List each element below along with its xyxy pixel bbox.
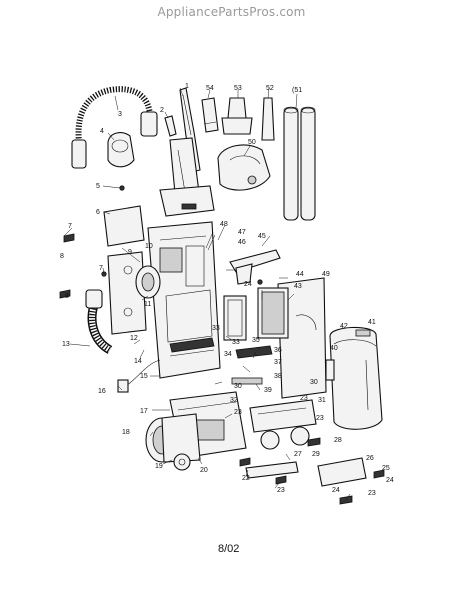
callout-10: 10 (145, 243, 153, 250)
callout-53: 53 (234, 85, 242, 92)
callout-34: 34 (224, 351, 232, 358)
hose-cover-part (107, 132, 135, 168)
callout-1: 1 (185, 83, 189, 90)
upholstery-tool-part (221, 97, 253, 135)
callout-28: 28 (334, 437, 342, 444)
callout-14: 14 (134, 358, 142, 365)
callout-36: 36 (274, 347, 282, 354)
callout-labels: 1 2 3 4 5 6 7 7 8 8 9 10 11 12 13 14 15 … (60, 83, 394, 497)
watermark: AppliancePartsPros.com (157, 5, 306, 19)
callout-38: 38 (274, 373, 282, 380)
callout-22: 22 (242, 475, 250, 482)
tool-caddy-part (217, 144, 271, 191)
callout-5: 5 (96, 183, 100, 190)
callout-24c: 24 (332, 487, 340, 494)
callout-31: 31 (318, 397, 326, 404)
main-housing-part (147, 221, 221, 379)
mounting-bracket-part (103, 205, 147, 335)
callout-43: 43 (294, 283, 302, 290)
callout-49: 49 (322, 271, 330, 278)
callout-40: 40 (330, 345, 338, 352)
callout-33a: 33 (212, 325, 220, 332)
callout-23c: 23 (316, 415, 324, 422)
dirt-cup-part (329, 326, 383, 430)
callout-54: 54 (206, 85, 214, 92)
upper-handle-part (179, 87, 201, 173)
callout-23e: 23 (368, 490, 376, 497)
callout-6: 6 (96, 209, 100, 216)
callout-25: 25 (382, 465, 390, 472)
exhaust-filter-part (257, 287, 289, 339)
callout-4: 4 (100, 128, 104, 135)
callout-15: 15 (140, 373, 148, 380)
callout-39: 39 (264, 387, 272, 394)
callout-23a: 23 (234, 409, 242, 416)
filter-frame-part (223, 295, 247, 341)
callout-12: 12 (130, 335, 138, 342)
axle-part (245, 461, 299, 479)
callout-7a: 7 (68, 223, 72, 230)
screw-part (59, 185, 385, 505)
carry-handle-part (229, 249, 281, 285)
callout-8b: 8 (65, 293, 69, 300)
callout-24a: 24 (244, 281, 252, 288)
callout-35: 35 (252, 337, 260, 344)
callout-30b: 30 (310, 379, 318, 386)
callout-11: 11 (144, 301, 151, 308)
callout-30a: 30 (234, 383, 242, 390)
callout-23b: 23 (300, 395, 308, 402)
callout-26: 26 (366, 455, 374, 462)
lower-hose-part (85, 289, 113, 354)
callout-41: 41 (368, 319, 376, 326)
callout-47: 47 (238, 229, 246, 236)
cup-latch-part (325, 359, 335, 381)
callout-8a: 8 (60, 253, 64, 260)
motor-part (135, 265, 161, 299)
callout-7b: 7 (99, 265, 103, 272)
dusting-brush-part (201, 97, 219, 133)
callout-2: 2 (160, 107, 164, 114)
callout-50: 50 (248, 139, 256, 146)
diagram-date-code: 8/02 (218, 543, 240, 555)
callout-37: 37 (274, 359, 282, 366)
brushroll-housing-part (145, 413, 201, 463)
callout-19: 19 (155, 463, 163, 470)
callout-32: 32 (230, 397, 238, 404)
callout-9: 9 (128, 249, 132, 256)
rear-wheel-assembly-part (249, 399, 317, 450)
callout-33b: 33 (232, 339, 240, 346)
callout-27: 27 (294, 451, 302, 458)
callout-3: 3 (118, 111, 122, 118)
callout-17: 17 (140, 408, 148, 415)
wheel-part (173, 453, 191, 471)
callout-48: 48 (220, 221, 228, 228)
callout-51: (51 (292, 87, 302, 94)
callout-23d: 23 (277, 487, 285, 494)
callout-13: 13 (62, 341, 70, 348)
hose-part (71, 85, 158, 169)
callout-29: 29 (312, 451, 320, 458)
leader-lines (63, 87, 351, 501)
callout-18: 18 (122, 429, 130, 436)
crevice-tool-part (261, 97, 275, 141)
filter-door-part (277, 277, 327, 399)
extension-wands-part (283, 106, 316, 221)
height-adjust-pedal-part (317, 457, 367, 487)
callout-52: 52 (266, 85, 274, 92)
callout-44: 44 (296, 271, 304, 278)
callout-45: 45 (258, 233, 266, 240)
callout-24b: 24 (386, 477, 394, 484)
callout-20: 20 (200, 467, 208, 474)
callout-16: 16 (98, 388, 106, 395)
handle-latch-part (164, 115, 177, 137)
callout-42: 42 (340, 323, 348, 330)
motor-filter-part (231, 345, 273, 385)
callout-46: 46 (238, 239, 246, 246)
handle-tube-part (159, 137, 215, 217)
